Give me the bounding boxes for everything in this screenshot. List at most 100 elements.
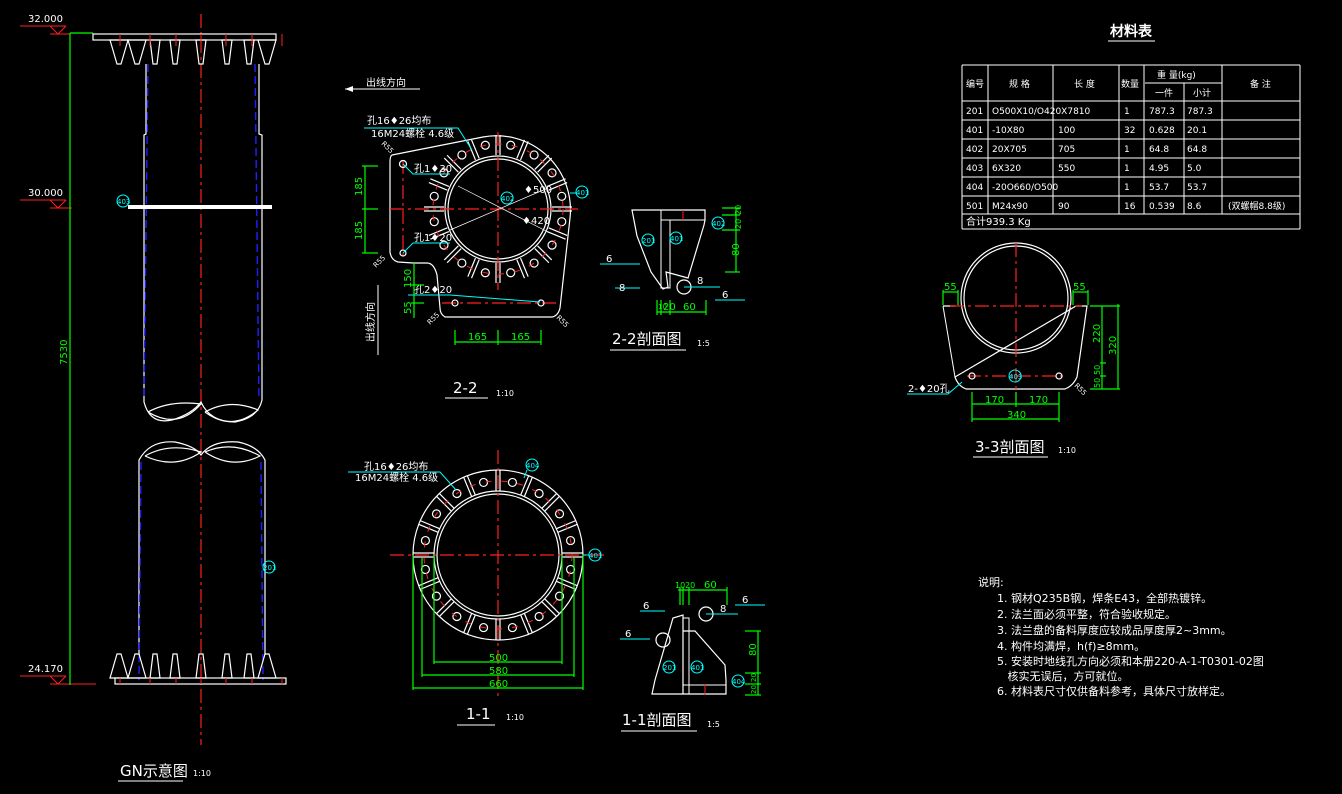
table-cell-subtotal: 20.1 [1187,126,1207,136]
svg-text:规 格: 规 格 [1009,78,1030,90]
height-dimension: 7530 [59,32,93,685]
stiffener-rib [221,653,233,679]
weld-symbol-label: 6 [625,629,631,640]
part-label-404: 404 [731,674,746,688]
table-cell-qty: 16 [1124,202,1136,212]
weld-symbol-label: 6 [722,290,728,301]
svg-text:170: 170 [985,395,1004,406]
svg-text:401: 401 [670,235,683,243]
dimensions-detail-1-1: 10 20 60 80 20 20 [675,580,761,696]
rib-401 [556,520,578,533]
rib-401 [463,613,476,635]
rib-401 [436,598,455,617]
part-label-401: 401 [570,185,589,199]
bolt-hole [452,488,462,499]
hole-20 [1055,372,1063,380]
table-cell-length: 100 [1058,126,1075,136]
level-mark-mid: 30.000 [20,188,72,209]
hole-20-bottom [451,299,459,307]
table-cell-each: 53.7 [1149,183,1169,193]
stiffener-rib [127,39,147,65]
dimensions-2-2: 185 185 150 55 165 165 [354,165,542,345]
bolt-hole [529,150,539,160]
radius-label: R55 [555,314,570,329]
table-cell-qty: 1 [1124,145,1130,155]
detail-1-1-pipe-part [651,614,684,695]
table-cell-qty: 1 [1124,164,1130,174]
section-3-3-title: 3-3剖面图 [975,438,1045,456]
table-cell-no: 401 [966,126,983,136]
svg-text:402: 402 [712,220,725,228]
section-1-1-scale: 1:10 [506,713,524,722]
top-flange [92,33,277,41]
note-item: 3. 法兰盘的备料厚度应较成品厚度厚2~3mm。 [997,623,1232,637]
bolt-circle [424,135,572,283]
table-cell-qty: 1 [1124,107,1130,117]
bolt-hole [439,168,449,178]
rib-401 [467,139,480,161]
svg-text:165: 165 [511,332,530,343]
bottom-stiffeners [109,653,283,684]
hidden-line [143,63,149,401]
svg-text:401: 401 [589,552,602,560]
svg-text:10: 10 [658,303,667,311]
note-item: 5. 安装时地线孔方向必须和本册220-A-1-T0301-02图 [997,654,1264,668]
hidden-line [260,461,264,681]
svg-text:404: 404 [526,462,540,470]
svg-text:一件: 一件 [1155,87,1173,99]
svg-text:孔16♦26均布: 孔16♦26均布 [364,461,428,473]
section-3-3: 403 2-♦20孔 R55 55 55 220 320 50 50 170 1… [907,242,1120,458]
detail-1-1-scale: 1:5 [707,720,720,729]
bolt-hole [554,509,565,519]
rib-401 [562,552,583,558]
direction-arrow-vertical: 出线方向 [364,285,379,355]
table-cell-spec: M24x90 [992,202,1028,212]
bolt-hole [557,191,567,201]
weld-symbol-label: 6 [643,601,649,612]
svg-text:55: 55 [403,301,414,314]
height-dim-text: 7530 [59,340,70,365]
rib-401 [495,619,501,640]
part-label-402: 402 [711,216,725,230]
svg-text:80: 80 [731,243,742,256]
section-3-3-scale: 1:10 [1058,446,1076,455]
svg-text:60: 60 [683,302,696,313]
rib-401 [541,493,560,512]
svg-text:500: 500 [489,653,508,664]
weld-symbol-label: 6 [742,595,748,606]
table-cell-spec: 6X320 [992,164,1021,174]
part-label-404: 404 [523,458,540,479]
table-cell-remark: (双螺帽8.8级) [1228,200,1285,212]
stiffener-rib [127,653,147,679]
svg-text:185: 185 [354,177,365,196]
base-plate-402 [389,135,572,318]
leader-hole-2-20: 孔2♦20 [408,284,541,303]
table-cell-length: 705 [1058,145,1075,155]
svg-text:55: 55 [1073,282,1086,293]
bolt-hole [506,268,516,278]
svg-text:编号: 编号 [966,78,984,90]
table-cell-qty: 1 [1124,183,1130,193]
bolt-hole [420,564,431,575]
svg-text:80: 80 [748,643,759,656]
radius-label: R55 [380,140,395,155]
svg-text:小计: 小计 [1193,87,1211,99]
rib-401 [541,598,560,617]
note-item: 4. 构件均满焊，h(f)≥8mm。 [997,639,1145,653]
table-total: 合计939.3 Kg [966,215,1031,228]
part-label-402: 402 [500,191,514,205]
weld-symbol-label: 8 [720,604,726,615]
svg-text:320: 320 [1108,336,1119,355]
bolt-hole [457,258,467,268]
bolt-hole [534,488,544,499]
svg-text:402: 402 [501,195,514,203]
table-header: 编号 规 格 长 度 数量 重 量(kg) 一件 小计 备 注 [966,69,1271,99]
rib-401 [546,178,568,191]
material-table-title: 材料表 [1110,23,1153,40]
bolt-hole [547,240,557,250]
rib-401 [443,245,462,264]
radius-label: R55 [1073,382,1088,397]
